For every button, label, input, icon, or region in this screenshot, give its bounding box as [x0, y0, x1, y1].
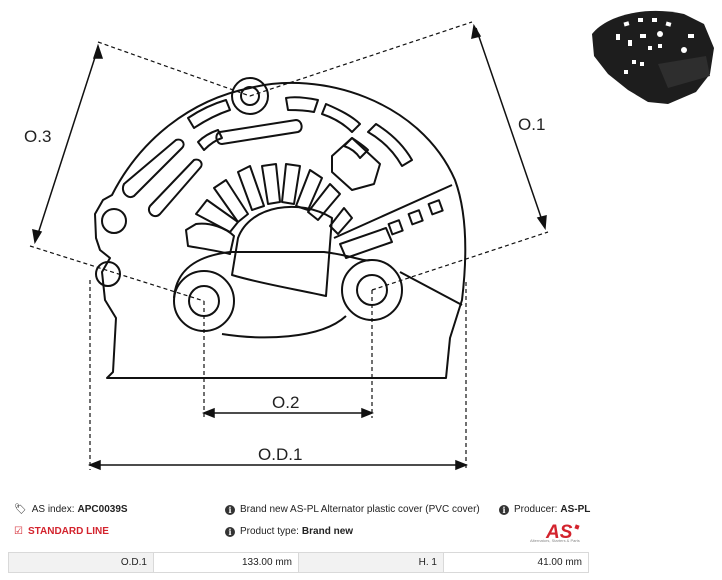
- product-description: Brand new AS-PL Alternator plastic cover…: [240, 504, 480, 515]
- dim-label-o3: O.3: [24, 127, 51, 146]
- as-index-label: AS index:: [31, 504, 75, 515]
- product-photo: [592, 10, 714, 104]
- info-icon: i: [499, 505, 509, 515]
- technical-drawing: O.3 O.1 O.2 O.D.1: [24, 21, 549, 471]
- description-row: i Brand new AS-PL Alternator plastic cov…: [225, 503, 480, 517]
- product-type-row: i Product type: Brand new: [225, 525, 353, 539]
- standard-line-label: STANDARD LINE: [27, 526, 109, 537]
- producer-value: AS-PL: [560, 504, 591, 515]
- tag-icon: 🏷︎: [14, 504, 27, 515]
- logo-subtitle: Alternators, Starters & Parts: [530, 538, 580, 543]
- product-type-value: Brand new: [301, 526, 354, 537]
- standard-line-badge: ☑ STANDARD LINE: [14, 525, 109, 539]
- producer-row: i Producer: AS-PL: [499, 503, 590, 517]
- dim-label-o1: O.1: [518, 115, 545, 134]
- product-type-label: Product type:: [240, 526, 299, 537]
- svg-text:AS: AS: [545, 522, 573, 543]
- dim-label-o2: O.2: [272, 393, 299, 412]
- cover-outline: [94, 81, 467, 379]
- dimensions-table: O.D.1 133.00 mm H. 1 41.00 mm: [8, 552, 589, 573]
- as-pl-logo: AS: [545, 522, 580, 543]
- info-icon: i: [225, 505, 235, 515]
- table-row: O.D.1 133.00 mm H. 1 41.00 mm: [8, 552, 589, 573]
- dim-label: H. 1: [298, 552, 444, 573]
- check-square-icon: ☑: [14, 526, 23, 537]
- dim-label-od1: O.D.1: [258, 445, 302, 464]
- as-index-value: APC0039S: [77, 504, 128, 515]
- info-icon: i: [225, 527, 235, 537]
- as-index-row: 🏷︎ AS index: APC0039S: [14, 503, 128, 517]
- producer-label: Producer:: [514, 504, 558, 515]
- dim-value: 41.00 mm: [443, 552, 589, 573]
- dim-label: O.D.1: [8, 552, 154, 573]
- dim-value: 133.00 mm: [153, 552, 299, 573]
